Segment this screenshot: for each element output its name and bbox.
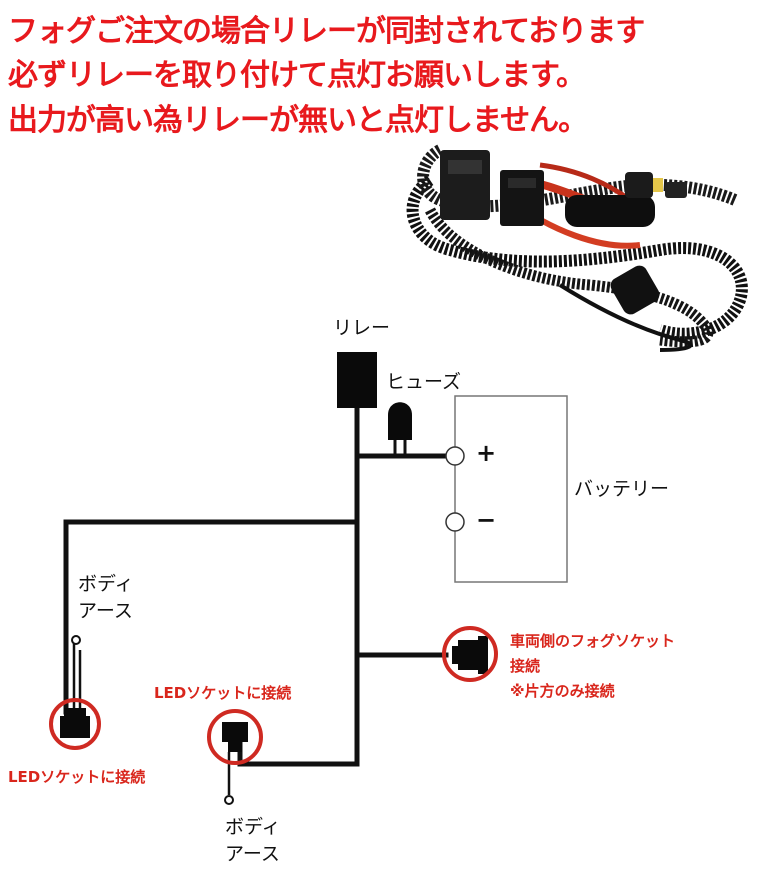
fuse-label: ヒューズ bbox=[386, 371, 462, 393]
left-earth-terminal bbox=[71, 635, 81, 645]
led-socket-top-label: LEDソケットに接続 bbox=[154, 684, 292, 702]
center-led-socket-icon bbox=[222, 722, 248, 752]
battery-outline bbox=[454, 395, 568, 583]
battery-label: バッテリー bbox=[574, 478, 670, 500]
left-earth-label-2: アース bbox=[78, 600, 133, 622]
bottom-earth-label-2: アース bbox=[225, 843, 280, 865]
notice-line-3: 出力が高い為リレーが無いと点灯しません。 bbox=[8, 103, 588, 138]
battery-positive-terminal bbox=[445, 446, 465, 466]
vehicle-socket-label-3: ※片方のみ接続 bbox=[510, 682, 615, 700]
bottom-earth-terminal bbox=[224, 795, 234, 805]
left-led-socket-highlight bbox=[49, 698, 101, 750]
minus-label: − bbox=[476, 506, 497, 534]
vehicle-socket-label-2: 接続 bbox=[510, 657, 541, 675]
fuse-icon bbox=[388, 402, 412, 440]
bottom-earth-label-1: ボディ bbox=[225, 816, 281, 838]
center-led-socket-highlight bbox=[207, 709, 263, 765]
relay-label: リレー bbox=[333, 317, 391, 339]
led-socket-left-label: LEDソケットに接続 bbox=[8, 768, 146, 786]
relay-box-icon bbox=[337, 352, 377, 408]
vehicle-socket-highlight bbox=[442, 626, 498, 682]
vehicle-socket-icon bbox=[452, 636, 488, 674]
vehicle-socket-label-1: 車両側のフォグソケット bbox=[510, 632, 676, 650]
plus-label: + bbox=[476, 439, 497, 467]
left-earth-label-1: ボディ bbox=[78, 573, 134, 595]
battery-negative-terminal bbox=[445, 512, 465, 532]
left-led-socket-icon bbox=[60, 708, 90, 738]
notice-line-2: 必ずリレーを取り付けて点灯お願いします。 bbox=[8, 58, 586, 93]
notice-line-1: フォグご注文の場合リレーが同封されております bbox=[8, 14, 645, 49]
